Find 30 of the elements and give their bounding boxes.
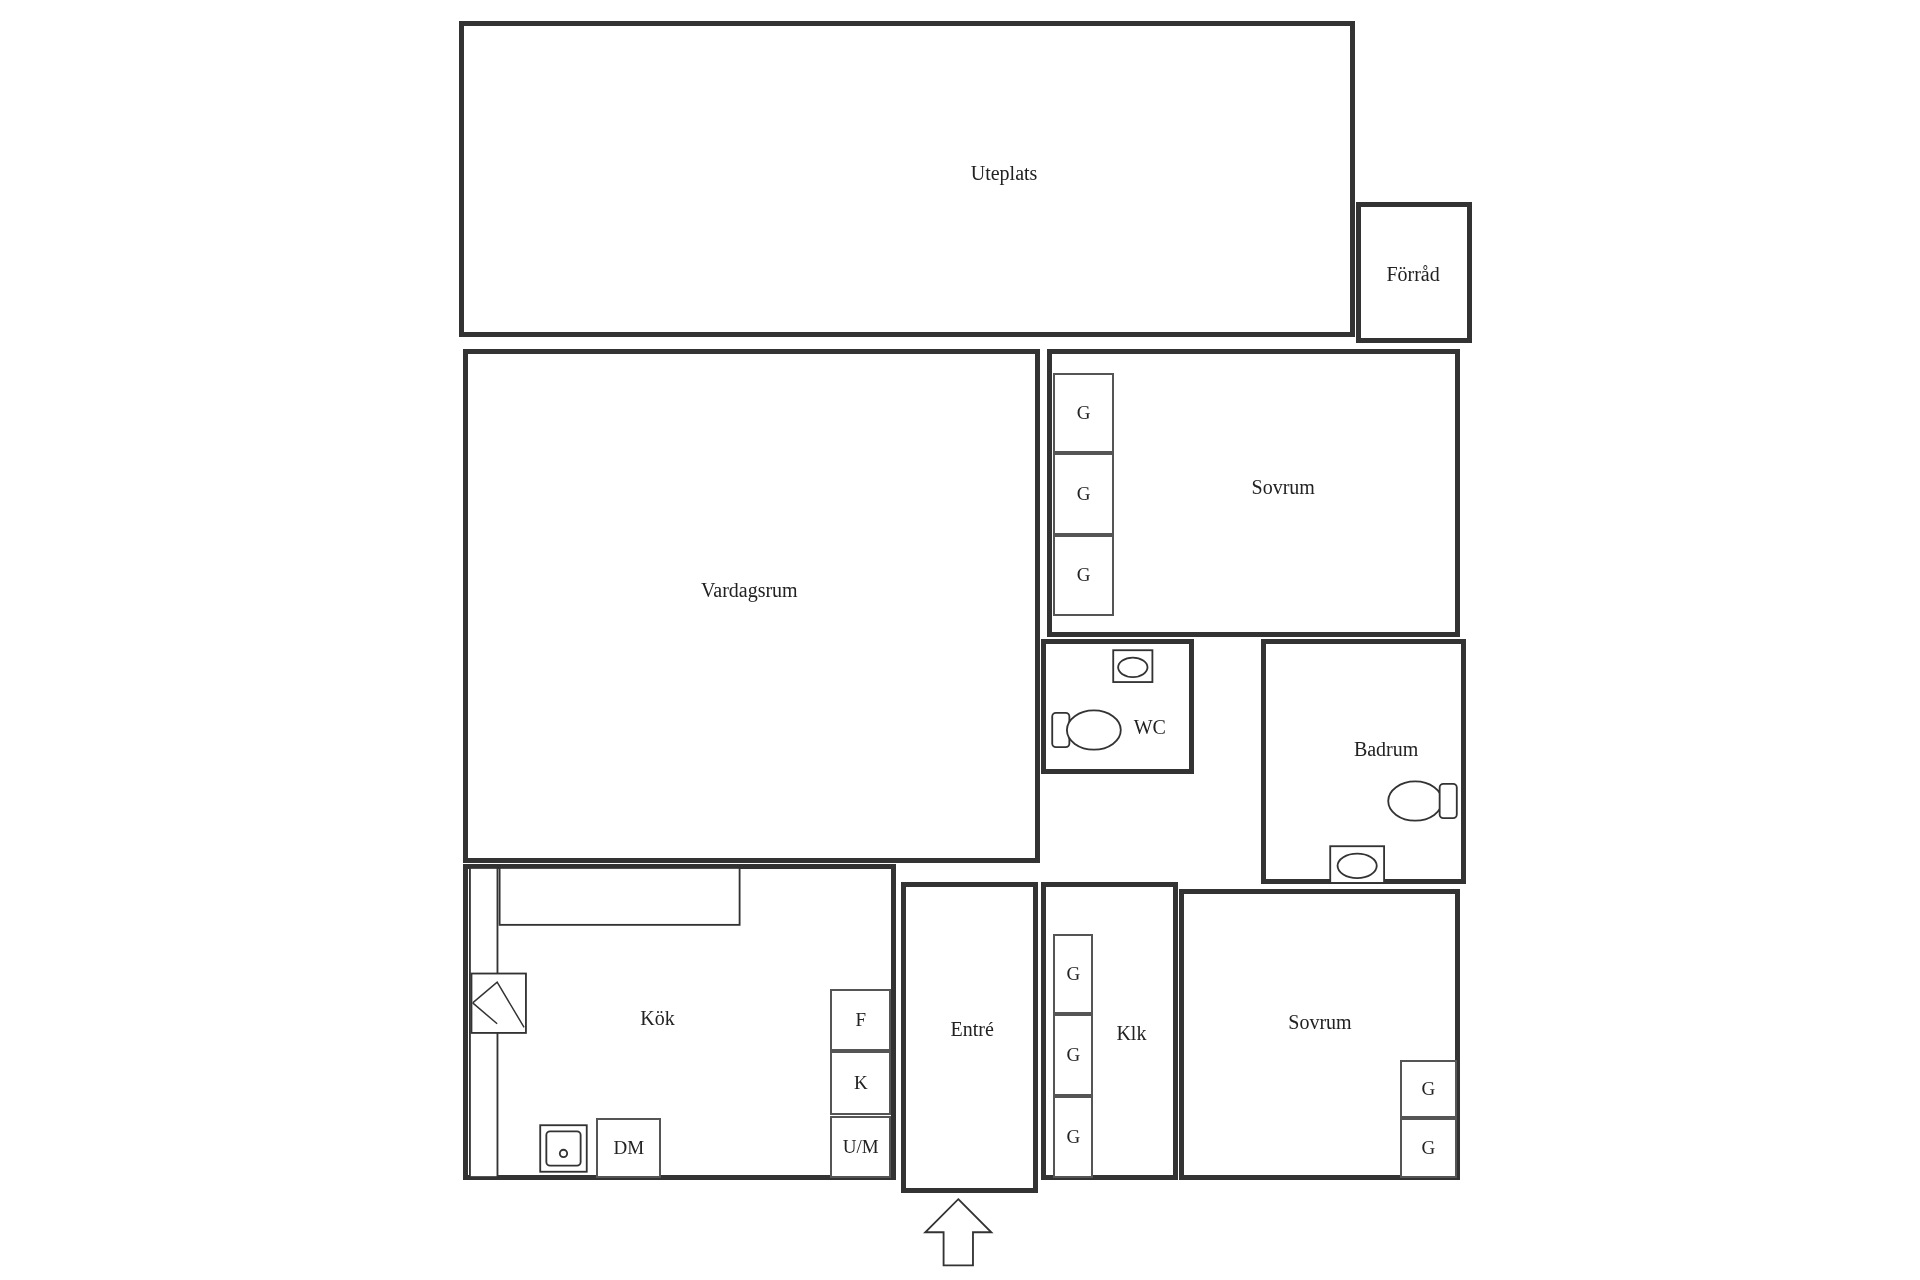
room-name: Sovrum [1251, 475, 1315, 499]
dishwasher: DM [596, 1117, 662, 1178]
room [1355, 202, 1472, 343]
room-name: Förråd [1386, 262, 1440, 286]
room-name: Sovrum [1288, 1010, 1352, 1034]
room-name: Badrum [1353, 737, 1419, 761]
wardrobe: G [1053, 1095, 1094, 1178]
wardrobe: G [1053, 934, 1094, 1014]
room-name: Uteplats [970, 161, 1038, 185]
room [462, 348, 1040, 864]
wardrobe: G [1053, 1013, 1094, 1096]
wardrobe: G [1053, 535, 1115, 616]
room [1261, 639, 1466, 885]
freezer: F [830, 989, 892, 1051]
fridge: K [830, 1050, 892, 1116]
room-name: Klk [1116, 1021, 1147, 1045]
room-name: Entré [950, 1017, 994, 1041]
wardrobe: G [1053, 453, 1115, 536]
room-name: Kök [640, 1006, 675, 1030]
room [1040, 881, 1178, 1181]
wardrobe: G [1053, 373, 1115, 454]
wardrobe: G [1399, 1117, 1458, 1178]
room [1179, 888, 1460, 1181]
room-name: WC [1133, 715, 1166, 739]
room [901, 881, 1039, 1193]
wardrobe: G [1399, 1060, 1458, 1118]
room-name: Vardagsrum [701, 578, 798, 602]
room [1046, 348, 1460, 637]
room [459, 20, 1356, 337]
oven: U/M [830, 1115, 892, 1178]
